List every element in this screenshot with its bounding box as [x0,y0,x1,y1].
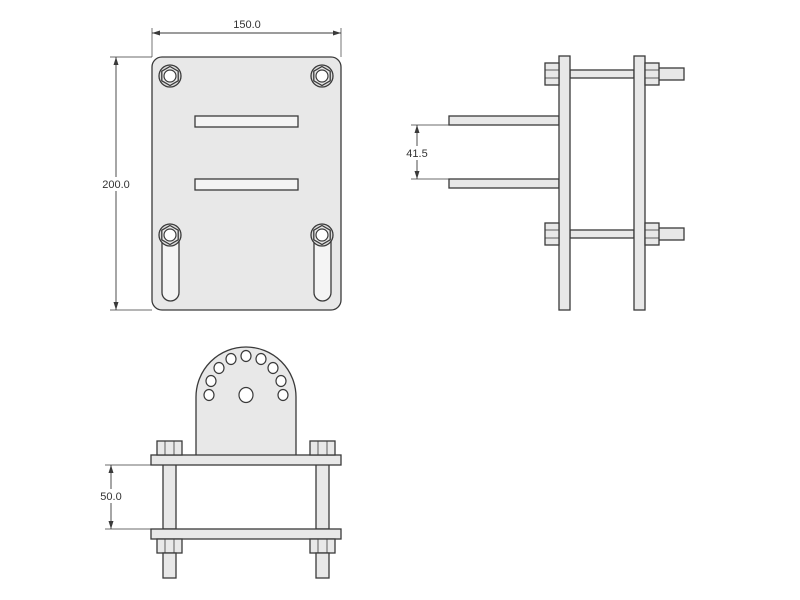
width-dimension-label: 150.0 [233,19,261,31]
nut-icon [310,64,334,88]
angle-hole-arc [203,349,289,402]
nut-icon [156,440,183,456]
clamp-rod-right [315,455,330,530]
threaded-rod-upper [569,69,635,79]
top-view [150,346,342,579]
front-view [151,56,342,311]
side-plate-right [633,55,646,311]
nut-icon [644,62,660,86]
strut-upper [448,115,560,126]
strap-slot-lower [194,178,299,191]
nut-icon [158,223,182,247]
nut-icon [158,64,182,88]
nut-icon [544,222,560,246]
side-view [448,55,685,311]
spacing-dimension: 41.5 [402,124,449,180]
bolt-end-right [315,552,330,579]
strap-slot-upper [194,115,299,128]
bolt-end-lower [657,227,685,241]
nut-icon [310,223,334,247]
nut-icon [156,538,183,554]
height-dimension-label: 200.0 [102,179,130,191]
clamp-gap-dimension: 50.0 [96,464,151,530]
bolt-end-upper [657,67,685,81]
side-plate-left [558,55,571,311]
threaded-rod-lower [569,229,635,239]
pivot-hole [238,386,254,404]
strut-lower [448,178,560,189]
clamp-bar-upper [150,454,342,466]
nut-icon [544,62,560,86]
nut-icon [309,538,336,554]
height-dimension: 200.0 [99,56,152,311]
spacing-dimension-label: 41.5 [406,148,427,160]
clamp-rod-left [162,455,177,530]
clamp-gap-dimension-label: 50.0 [100,491,121,503]
clamp-bar-lower [150,528,342,540]
nut-icon [644,222,660,246]
nut-icon [309,440,336,456]
bolt-end-left [162,552,177,579]
width-dimension: 150.0 [151,19,342,57]
